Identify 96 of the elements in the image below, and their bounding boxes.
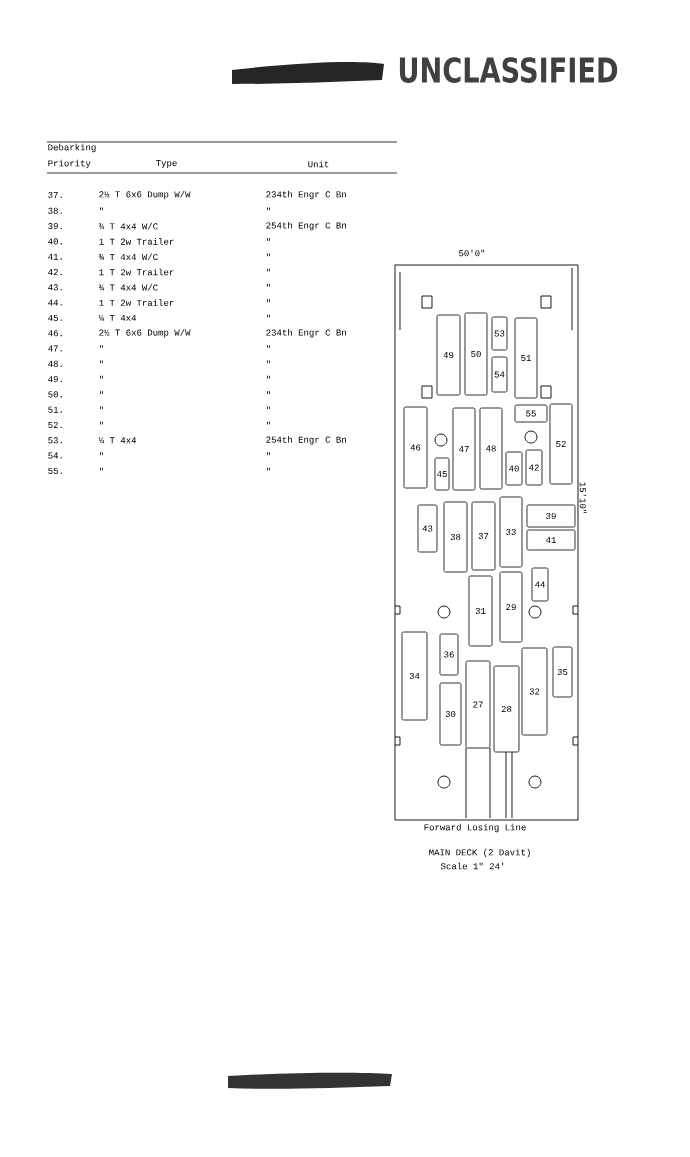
table-cell: 40.	[48, 238, 62, 245]
table-cell: 50.	[48, 391, 62, 398]
vehicle-box: 29	[499, 571, 523, 643]
table-cell: "	[266, 406, 270, 410]
table-cell: 52.	[48, 421, 62, 429]
caption-text: Scale 1" 24'	[440, 862, 504, 870]
table-cell: "	[99, 207, 103, 211]
vehicle-box: 27	[465, 660, 491, 749]
table-cell: ¼ T 4x4	[98, 314, 137, 321]
vehicle-box: 52	[549, 403, 573, 485]
table-cell: "	[266, 467, 270, 471]
table-cell: 49.	[48, 376, 62, 383]
table-cell: 42.	[48, 269, 62, 275]
caption-text: Forward Losing Line	[424, 823, 526, 833]
table-cell: ¼ T 4x4	[98, 437, 137, 444]
table-cell: "	[266, 391, 270, 394]
vehicle-box: 35	[552, 646, 573, 698]
table-cell: "	[99, 406, 103, 410]
table-cell: "	[266, 360, 270, 364]
column-header: Priority	[48, 159, 91, 169]
column-header: Unit	[308, 160, 329, 168]
vehicle-box: 30	[439, 682, 462, 746]
stamp-text: UNCLASSIFIED	[399, 57, 618, 83]
table-cell: ¾ T 4x4 W/C	[98, 284, 158, 291]
vehicle-box: 54	[491, 356, 508, 393]
table-cell: "	[99, 360, 103, 364]
vehicle-box: 50	[464, 312, 488, 396]
vehicle-box: 36	[439, 633, 459, 676]
vehicle-box: 41	[526, 529, 576, 551]
table-cell: 45.	[48, 314, 62, 321]
table-cell: 234th Engr C Bn	[266, 190, 346, 200]
table-cell: 37.	[48, 191, 62, 199]
table-cell: "	[266, 375, 270, 379]
vehicle-box: 43	[417, 504, 438, 553]
table-cell: "	[266, 421, 270, 425]
table-cell: 46.	[48, 330, 62, 337]
table-cell: "	[266, 299, 270, 303]
vehicle-box: 46	[403, 406, 428, 489]
vehicle-box: 53	[491, 316, 508, 351]
table-cell: 53.	[48, 437, 62, 444]
vehicle-box: 44	[531, 567, 549, 602]
table-cell: 2½ T 6x6 Dump W/W	[99, 190, 191, 200]
table-cell: "	[266, 345, 270, 349]
caption-text: MAIN DECK (2 Davit)	[429, 848, 530, 858]
table-cell: "	[99, 421, 103, 425]
table-cell: 48.	[48, 360, 62, 367]
table-cell: 1 T 2w Trailer	[99, 299, 174, 306]
table-cell: 254th Engr C Bn	[266, 436, 346, 445]
table-cell: 234th Engr C Bn	[266, 329, 346, 338]
table-cell: "	[99, 391, 103, 394]
vehicle-box: 51	[514, 317, 538, 399]
dimension-text: 50'0"	[459, 249, 485, 257]
table-cell: 39.	[48, 223, 62, 230]
table-cell: 54.	[48, 452, 62, 459]
table-cell: 51.	[48, 406, 62, 413]
vehicle-box: 32	[521, 647, 548, 736]
table-cell: 55.	[48, 467, 62, 474]
table-cell: "	[266, 284, 270, 287]
vehicle-box: 45	[434, 457, 450, 491]
table-cell: 254th Engr C Bn	[266, 221, 346, 231]
table-cell: 47.	[48, 345, 62, 352]
table-cell: "	[99, 345, 103, 349]
column-header: Type	[156, 160, 177, 168]
table-cell: "	[266, 452, 270, 456]
vehicle-box: 37	[471, 501, 496, 571]
table-cell: 41.	[48, 253, 62, 260]
column-header: Debarking	[48, 143, 96, 153]
table-cell: "	[99, 467, 103, 471]
vehicle-box: 55	[514, 404, 548, 423]
vehicle-box: 47	[452, 407, 476, 491]
table-cell: 44.	[48, 299, 62, 306]
table-cell: ¾ T 4x4 W/C	[98, 222, 158, 230]
table-cell: 2½ T 6x6 Dump W/W	[99, 329, 191, 338]
table-cell: 43.	[48, 284, 62, 291]
table-cell: "	[266, 253, 270, 257]
table-cell: 38.	[48, 207, 62, 214]
table-cell: 1 T 2w Trailer	[99, 238, 174, 245]
vehicle-box: 33	[499, 496, 523, 568]
vehicle-box: 48	[479, 407, 503, 490]
table-cell: ¾ T 4x4 W/C	[98, 253, 158, 260]
dimension-text: 15'10"	[579, 482, 587, 513]
table-cell: 1 T 2w Trailer	[99, 268, 174, 276]
vehicle-box: 31	[468, 575, 493, 647]
vehicle-box: 40	[505, 451, 523, 486]
vehicle-box: 34	[401, 631, 428, 721]
table-cell: "	[99, 452, 103, 456]
table-cell: "	[266, 207, 270, 211]
vehicle-box: 42	[525, 449, 543, 486]
table-cell: "	[266, 268, 270, 272]
vehicle-box: 49	[436, 314, 461, 396]
table-cell: "	[99, 375, 103, 379]
table-cell: "	[266, 314, 270, 318]
vehicle-box: 28	[493, 665, 520, 753]
vehicle-box: 39	[526, 504, 576, 528]
table-cell: "	[266, 238, 270, 241]
vehicle-box: 38	[443, 501, 468, 573]
